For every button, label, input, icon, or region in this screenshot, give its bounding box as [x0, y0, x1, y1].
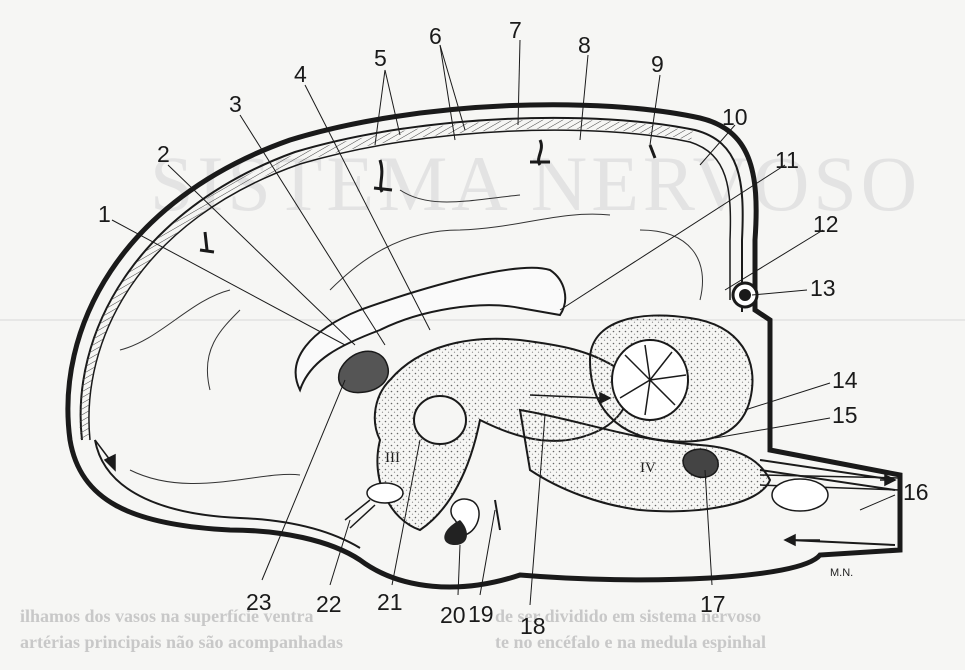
- spinal-ellipse: [772, 479, 828, 511]
- artist-signature: M.N.: [830, 567, 853, 579]
- label-11: 11: [775, 147, 799, 173]
- label-23: 23: [246, 589, 272, 615]
- cerebellum: [590, 315, 753, 441]
- label-7: 7: [509, 17, 522, 43]
- label-15: 15: [832, 402, 858, 428]
- label-21: 21: [377, 589, 403, 615]
- label-5: 5: [374, 45, 387, 71]
- label-3: 3: [229, 91, 242, 117]
- label-16: 16: [903, 479, 929, 505]
- label-18: 18: [520, 613, 546, 639]
- background-line-4: artérias principais não são acompanhadas: [20, 632, 343, 652]
- label-10: 10: [722, 104, 748, 130]
- label-22: 22: [316, 591, 342, 617]
- label-9: 9: [651, 51, 664, 77]
- label-2: 2: [157, 141, 170, 167]
- label-12: 12: [813, 211, 839, 237]
- interthalamic-adhesion: [414, 396, 466, 444]
- label-4: 4: [294, 61, 307, 87]
- label-1: 1: [98, 201, 111, 227]
- label-6: 6: [429, 23, 442, 49]
- sinus-lumen: [739, 289, 751, 301]
- choroid-plexus-third: [339, 351, 389, 392]
- label-third-ventricle: III: [385, 450, 400, 466]
- label-fourth-ventricle: IV: [640, 460, 656, 476]
- label-20: 20: [440, 602, 466, 628]
- background-title: SISTEMA NERVOSO: [150, 140, 921, 227]
- label-17: 17: [700, 591, 726, 617]
- label-19: 19: [468, 601, 494, 627]
- label-14: 14: [832, 367, 858, 393]
- number-labels: 1 2 3 4 5 6 7 8 9 10 11 12 13 14 15 16 1…: [98, 17, 929, 639]
- label-13: 13: [810, 275, 836, 301]
- label-8: 8: [578, 32, 591, 58]
